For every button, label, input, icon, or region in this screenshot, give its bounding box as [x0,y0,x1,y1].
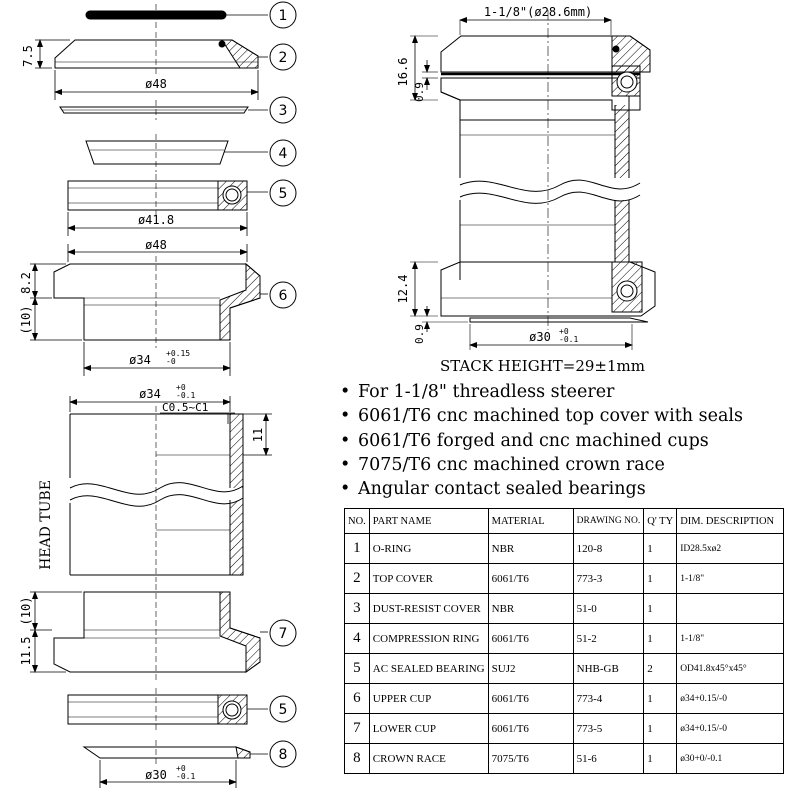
dim-30-bottom-tol-minus: -0.1 [176,772,195,781]
col-part-name: PART NAME [368,508,489,534]
col-drawing-no: DRAWING NO. [572,508,645,534]
dim-34-head-tol-minus: -0.1 [176,391,195,400]
feature-item: •6061/T6 forged and cnc machined cups [340,429,743,453]
dim-30-right-tol-minus: -0.1 [559,335,578,344]
dim-11-5: 11.5 [19,637,33,666]
dim-12-4: 12.4 [396,275,410,304]
callout-8: 8 [279,747,288,763]
head-tube-part [69,406,244,582]
steerer-size-label: 1-1/8"(ø28.6mm) [484,5,592,19]
dim-34-cup: ø34 [129,353,151,367]
dim-0-9-bottom: 0.9 [413,324,426,344]
col-qty: Q' TY [643,508,678,534]
callout-5-lower: 5 [279,702,288,718]
col-material: MATERIAL [487,508,574,534]
feature-item: •7075/T6 cnc machined crown race [340,453,743,477]
callout-3: 3 [279,103,288,119]
compression-ring-part [85,134,229,172]
dim-0-9-top: 0.9 [413,82,426,102]
bullet-icon: • [340,430,351,451]
bullet-icon: • [340,454,351,475]
callout-2: 2 [279,50,288,66]
stack-height-label: STACK HEIGHT=29±1mm [440,357,645,375]
dim-7-5: 7.5 [21,45,35,67]
dim-10-lower: (10) [19,597,33,626]
dim-30-right-tol-plus: +0 [559,327,569,336]
bearing-lower-part [67,688,248,732]
callout-6: 6 [279,288,288,304]
dim-16-6: 16.6 [396,58,410,87]
top-cover-part [54,32,259,74]
dim-30-right: ø30 [529,330,551,344]
dim-34-head: ø34 [139,387,161,401]
callout-1: 1 [279,8,288,24]
dim-8-2: 8.2 [19,272,33,294]
dim-34-cup-tol-minus: -0 [166,357,176,366]
feature-item: •For 1-1/8" threadless steerer [340,380,743,404]
crown-race-part [82,740,251,766]
feature-item: •Angular contact sealed bearings [340,477,743,501]
lower-cup-part [53,584,261,680]
callout-7: 7 [279,626,288,642]
col-dim-description: DIM. DESCRIPTION [676,508,785,534]
bullet-icon: • [340,382,351,402]
upper-cup-part [53,256,261,348]
dim-48-top-cover: ø48 [145,77,167,91]
dim-10-upper: (10) [19,306,33,335]
chamfer-label: C0.5~C1 [162,401,208,414]
dim-41-8: ø41.8 [138,213,174,227]
o-ring-part [85,4,227,28]
dim-48-cup: ø48 [145,238,167,252]
dust-cover-part [59,100,249,120]
table-header-row: NO. PART NAME MATERIAL DRAWING NO. Q' TY… [344,508,785,534]
dim-34-head-tol-plus: +0 [176,383,186,392]
bullet-icon: • [340,479,351,500]
dim-30-bottom-tol-plus: +0 [176,764,186,773]
col-no: NO. [344,508,370,534]
head-tube-label: HEAD TUBE [38,480,54,570]
bullet-icon: • [340,406,351,427]
bearing-upper-part [67,174,248,218]
feature-list: •For 1-1/8" threadless steerer •6061/T6 … [340,380,743,501]
callout-5-upper: 5 [279,186,288,202]
feature-item: •6061/T6 cnc machined top cover with sea… [340,404,743,428]
assembled-headset-view [410,10,656,350]
parts-table: NO. PART NAME MATERIAL DRAWING NO. Q' TY… [344,508,785,774]
callout-4: 4 [279,146,288,162]
dim-34-cup-tol-plus: +0.15 [166,349,190,358]
dim-11: 11 [251,428,265,442]
dim-30-bottom: ø30 [145,768,167,782]
